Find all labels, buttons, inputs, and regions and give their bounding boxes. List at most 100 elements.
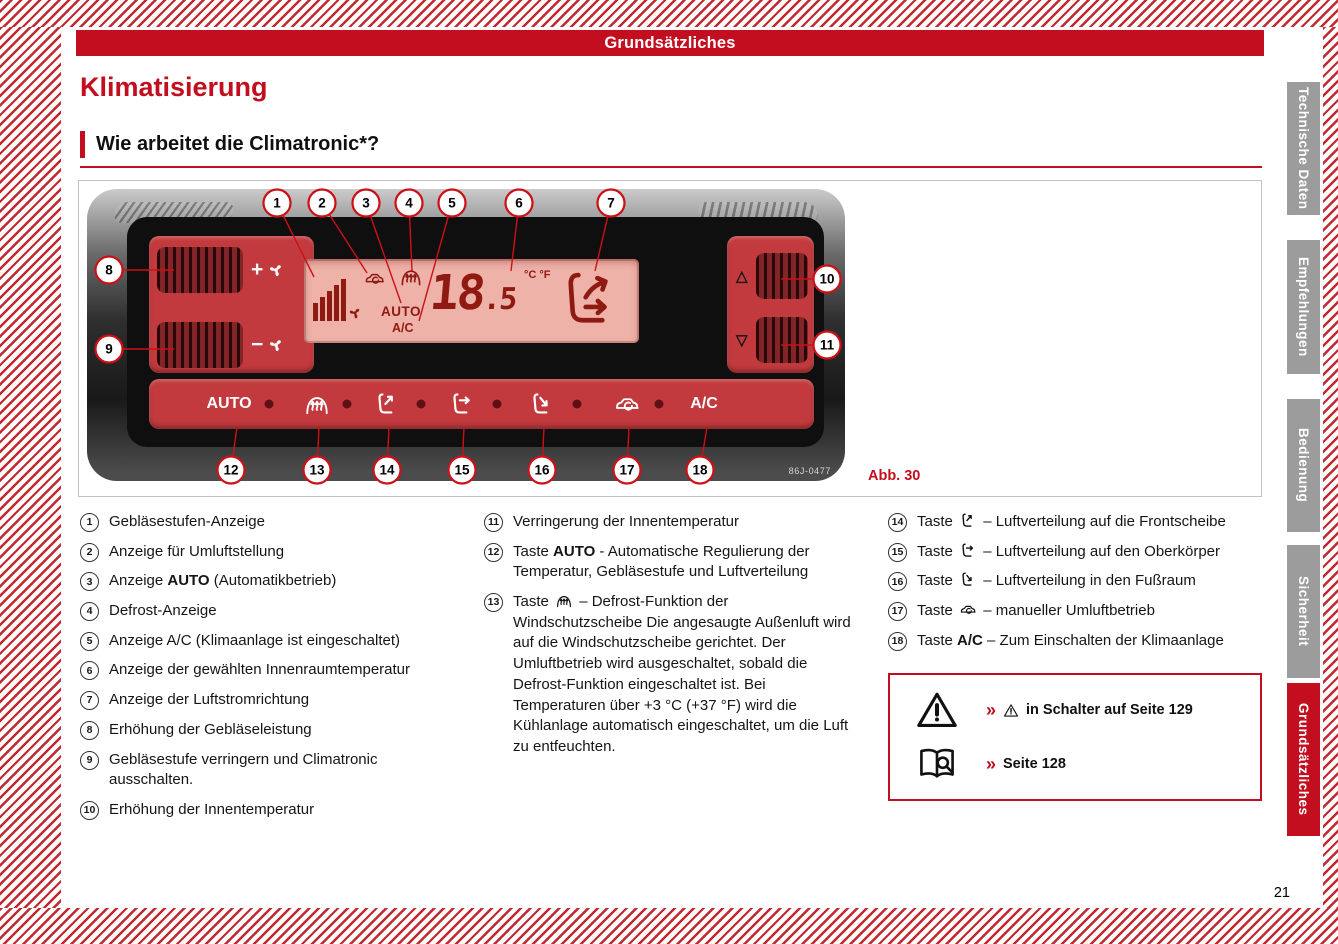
sidebar-tab-grundsaetzliches: Grundsätzliches bbox=[1287, 683, 1320, 836]
sidebar-tab-bedienung: Bedienung bbox=[1287, 399, 1320, 532]
item-number-badge: 13 bbox=[484, 593, 503, 613]
warning-icon bbox=[914, 689, 960, 731]
mode-button-strip: AUTO A/C bbox=[149, 379, 814, 429]
led-dot bbox=[492, 399, 502, 409]
panel-face: + − bbox=[127, 217, 824, 447]
heading-marker bbox=[80, 131, 85, 158]
climatronic-illustration: + − bbox=[79, 181, 854, 498]
temperature-decimal: .5 bbox=[481, 282, 517, 317]
fan-control-block: + − bbox=[149, 236, 314, 373]
air-body-icon bbox=[958, 542, 978, 559]
item-text: Anzeige AUTO (Automatikbetrieb) bbox=[109, 572, 337, 590]
fan-icon bbox=[268, 337, 284, 353]
climate-display: AUTO A/C 18.5 °C °F bbox=[304, 259, 639, 343]
section-heading-text: Wie arbeitet die Climatronic*? bbox=[96, 133, 380, 155]
sidebar-tab-technische-daten: Technische Daten bbox=[1287, 82, 1320, 215]
temperature-integer: 18 bbox=[427, 265, 487, 321]
display-auto-indicator: AUTO bbox=[381, 304, 422, 319]
air-windshield-icon bbox=[374, 391, 400, 417]
chapter-header: Grundsätzliches bbox=[76, 30, 1264, 56]
airflow-direction-icon bbox=[558, 268, 620, 330]
item-text: Anzeige der gewählten Innenraumtemperatu… bbox=[109, 661, 411, 679]
defrost-icon bbox=[399, 265, 423, 288]
display-units: °C °F bbox=[524, 269, 551, 281]
reference-chevron: » bbox=[986, 754, 997, 775]
page-title: Klimatisierung bbox=[80, 72, 268, 102]
item-number-badge: 16 bbox=[888, 572, 907, 592]
temp-down-button: ▽ bbox=[731, 314, 811, 366]
fan-increase-label: + bbox=[251, 244, 284, 296]
plus-sign: + bbox=[251, 258, 264, 281]
air-foot-icon bbox=[958, 571, 978, 588]
item-text: Taste – Luftverteilung auf die Frontsche… bbox=[917, 512, 1226, 530]
figure-reference-code: 86J-0477 bbox=[788, 466, 831, 476]
air-body-icon bbox=[449, 391, 475, 417]
legend-item-1: 1 Gebläsestufen-Anzeige bbox=[80, 512, 454, 533]
led-dot bbox=[342, 399, 352, 409]
air-windshield-icon bbox=[958, 512, 978, 529]
ac-button-label: A/C bbox=[690, 395, 718, 412]
led-dot bbox=[654, 399, 664, 409]
decorative-stripes-top bbox=[0, 0, 1338, 27]
decorative-stripes-bottom bbox=[0, 908, 1338, 944]
item-number-badge: 3 bbox=[80, 572, 99, 592]
item-number-badge: 6 bbox=[80, 661, 99, 681]
item-text: Gebläsestufen-Anzeige bbox=[109, 513, 265, 530]
decorative-stripes-left bbox=[0, 27, 61, 908]
led-dot bbox=[416, 399, 426, 409]
item-text: Erhöhung der Innentemperatur bbox=[109, 800, 315, 818]
item-text: Taste – manueller Umluftbetrieb bbox=[917, 602, 1155, 620]
reference-box: »in Schalter auf Seite 129 »Seite 128 bbox=[888, 673, 1262, 802]
page-number: 21 bbox=[1273, 885, 1290, 901]
fan-decrease-label: − bbox=[251, 319, 284, 371]
item-text: Taste – Luftverteilung in den Fußraum bbox=[917, 571, 1196, 590]
item-number-badge: 1 bbox=[80, 513, 99, 532]
item-number-badge: 8 bbox=[80, 720, 99, 740]
legend-item-6: 6 Anzeige der gewählten Innenraumtemperat… bbox=[80, 660, 454, 681]
button-grip bbox=[157, 322, 243, 368]
button-grip bbox=[756, 317, 808, 363]
fan-icon bbox=[268, 262, 284, 278]
decorative-stripes-right bbox=[1323, 27, 1338, 908]
item-text: Verringerung der Innentemperatur bbox=[513, 513, 739, 530]
item-number-badge: 2 bbox=[80, 542, 99, 562]
legend-item-3: 3 Anzeige AUTO (Automatikbetrieb) bbox=[80, 571, 454, 592]
led-dot bbox=[572, 399, 582, 409]
defrost-icon bbox=[554, 592, 574, 609]
legend-item-16: 16 Taste – Luftverteilung in den Fußraum bbox=[888, 571, 1262, 592]
temp-up-button: △ bbox=[731, 250, 811, 302]
item-number-badge: 7 bbox=[80, 691, 99, 711]
reference-chevron: » bbox=[986, 700, 997, 721]
item-text: Taste A/C – Zum Einschalten der Klimaanl… bbox=[917, 631, 1224, 649]
button-grip bbox=[756, 253, 808, 299]
heading-rule bbox=[80, 166, 1262, 168]
triangle-up-icon: △ bbox=[736, 268, 748, 285]
item-text: Anzeige A/C (Klimaanlage ist eingeschalt… bbox=[109, 631, 400, 649]
note-text: »Seite 128 bbox=[986, 754, 1066, 775]
legend-column-3-items: 14 Taste – Luftverteilung auf die Frontsc… bbox=[888, 512, 1262, 651]
item-number-badge: 5 bbox=[80, 631, 99, 651]
item-text: Defrost-Anzeige bbox=[109, 602, 217, 620]
led-dot bbox=[264, 399, 274, 409]
item-number-badge: 9 bbox=[80, 750, 99, 770]
recirculation-icon bbox=[361, 268, 388, 289]
air-foot-icon bbox=[529, 391, 555, 417]
note-text: »in Schalter auf Seite 129 bbox=[986, 700, 1193, 721]
sidebar-tab-sicherheit: Sicherheit bbox=[1287, 545, 1320, 678]
item-text: Taste AUTO - Automatische Regulierung de… bbox=[513, 542, 810, 581]
item-number-badge: 15 bbox=[888, 542, 907, 562]
auto-button-label: AUTO bbox=[206, 395, 252, 412]
item-number-badge: 14 bbox=[888, 513, 907, 532]
